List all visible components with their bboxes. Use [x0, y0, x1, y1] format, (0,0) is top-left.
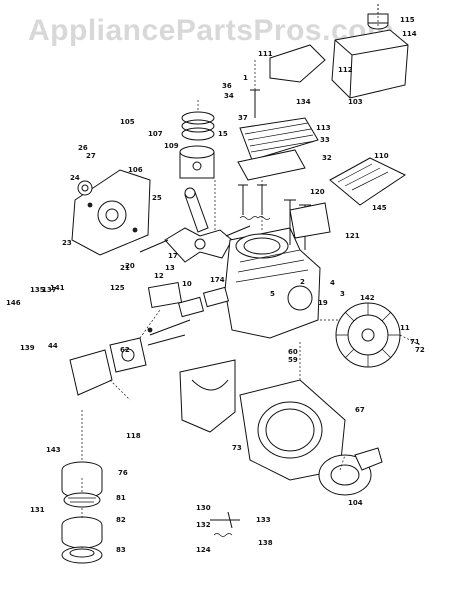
part-label: 133	[256, 516, 271, 524]
part-label: 36	[222, 82, 232, 90]
part-label: 115	[400, 16, 415, 24]
valves	[284, 199, 311, 250]
part-label: 25	[152, 194, 162, 202]
part-label: 121	[345, 232, 360, 240]
part-label: 27	[86, 152, 96, 160]
head-gasket	[237, 149, 306, 181]
watermark-text: AppliancePartsPros.com	[28, 14, 395, 47]
part-label: 139	[20, 344, 35, 352]
part-label: 11	[400, 324, 410, 332]
part-label: 82	[116, 516, 126, 524]
part-label: 124	[196, 546, 211, 554]
piston-rings	[181, 111, 215, 141]
part-label: 17	[168, 252, 178, 260]
part-label: 137	[42, 286, 57, 294]
part-label: 118	[126, 432, 141, 440]
recoil-starter	[318, 447, 383, 496]
part-label: 135	[30, 286, 45, 294]
part-label: 143	[46, 446, 61, 454]
part-label: 32	[322, 154, 332, 162]
part-label: 111	[258, 50, 273, 58]
part-number-labels: 115 114 111 1 34 36 37 134 112 103 113 1…	[6, 16, 425, 554]
cylinder-shroud	[179, 359, 236, 433]
part-label: 110	[374, 152, 389, 160]
part-label: 23	[62, 239, 72, 247]
part-label: 104	[348, 499, 363, 507]
engine-block	[224, 227, 321, 339]
part-label: 44	[48, 342, 58, 350]
alignment-lines	[81, 4, 421, 548]
part-label: 12	[154, 272, 164, 280]
part-label: 132	[196, 521, 211, 529]
part-label: 113	[316, 124, 331, 132]
part-label: 145	[372, 204, 387, 212]
part-label: 107	[148, 130, 163, 138]
air-cleaner-cup	[61, 516, 103, 549]
part-label: 67	[355, 406, 365, 414]
air-cleaner-cover	[61, 546, 103, 564]
part-label: 10	[182, 280, 192, 288]
part-label: 103	[348, 98, 363, 106]
part-label: 109	[164, 142, 179, 150]
part-label: 71	[410, 338, 420, 346]
carburetor	[69, 337, 147, 396]
part-label: 5	[270, 290, 275, 298]
part-label: 37	[238, 114, 248, 122]
connecting-rod	[184, 187, 209, 233]
part-label: 73	[232, 444, 242, 452]
part-label: 72	[415, 346, 425, 354]
piston	[179, 145, 215, 179]
air-filter-element	[329, 157, 407, 206]
part-label: 4	[330, 279, 335, 287]
part-label: 19	[318, 299, 328, 307]
part-label: 21	[120, 264, 130, 272]
part-label: 134	[296, 98, 311, 106]
part-label: 112	[338, 66, 353, 74]
part-label: 26	[78, 144, 88, 152]
part-label: 146	[6, 299, 21, 307]
part-label: 125	[110, 284, 125, 292]
part-label: 138	[258, 539, 273, 547]
part-label: 141	[50, 284, 65, 292]
flywheel	[335, 302, 401, 368]
part-label: 20	[125, 262, 135, 270]
part-label: 83	[116, 546, 126, 554]
part-label: 59	[288, 356, 298, 364]
part-label: 142	[360, 294, 375, 302]
part-label: 62	[120, 346, 130, 354]
part-label: 131	[30, 506, 45, 514]
part-label: 2	[300, 278, 305, 286]
gasket-plates	[147, 281, 230, 318]
tank-bracket	[269, 44, 326, 83]
part-label: 120	[310, 188, 325, 196]
breather-plate	[289, 202, 331, 239]
part-label: 130	[196, 504, 211, 512]
cylinder-head	[239, 117, 319, 161]
fuel-tank	[331, 4, 409, 99]
seal	[77, 180, 93, 196]
part-label: 3	[340, 290, 345, 298]
part-label: 24	[70, 174, 80, 182]
carburetor-linkage	[147, 319, 191, 346]
part-label: 34	[224, 92, 234, 100]
part-label: 15	[218, 130, 228, 138]
part-label: 114	[402, 30, 417, 38]
part-label: 81	[116, 494, 126, 502]
part-label: 60	[288, 348, 298, 356]
part-label: 106	[128, 166, 143, 174]
part-label: 105	[120, 118, 135, 126]
part-label: 33	[320, 136, 330, 144]
part-label: 174	[210, 276, 225, 284]
part-label: 13	[165, 264, 175, 272]
part-label: 76	[118, 469, 128, 477]
air-cleaner-screen	[63, 492, 101, 508]
part-label: 1	[243, 74, 248, 82]
